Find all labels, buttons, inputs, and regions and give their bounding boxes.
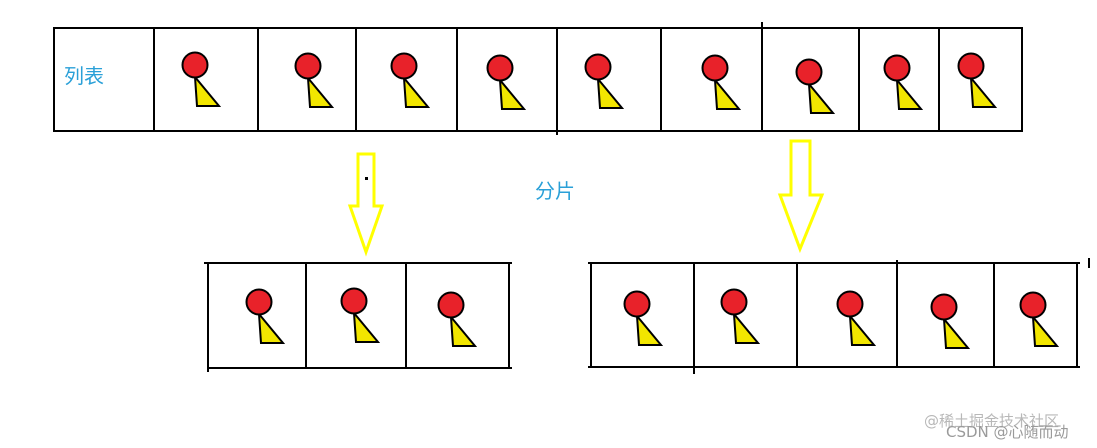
flag-icon (895, 76, 924, 110)
watermark-back: @稀土掘金技术社区 (924, 412, 1060, 430)
ball-icon (701, 54, 729, 82)
flag-icon (732, 310, 761, 344)
ball-icon (836, 290, 864, 318)
list-item-icon (584, 53, 625, 109)
watermark-front: CSDN @心随而动 (946, 423, 1069, 441)
list-item-icon (720, 288, 761, 344)
flag-icon (596, 75, 625, 109)
list-item-icon (836, 290, 877, 346)
ball-icon (340, 287, 368, 315)
arrow-down-icon (347, 152, 385, 257)
list-item-icon (294, 52, 335, 108)
flag-icon (969, 74, 998, 108)
ball-icon (294, 52, 322, 80)
list-item-icon (623, 290, 664, 346)
ball-icon (930, 293, 958, 321)
list-item-icon (1019, 291, 1060, 347)
full-list (53, 22, 1023, 135)
list-item-icon (340, 287, 381, 343)
list-label: 列表 (64, 64, 104, 88)
ball-icon (437, 291, 465, 319)
ball-icon (720, 288, 748, 316)
flag-icon (635, 312, 664, 346)
ball-icon (957, 52, 985, 80)
flag-icon (257, 310, 286, 344)
flag-icon (306, 74, 335, 108)
list-item-icon (390, 52, 431, 108)
list-item-icon (437, 291, 478, 347)
ball-icon (1019, 291, 1047, 319)
flag-icon (1031, 313, 1060, 347)
flag-icon (713, 76, 742, 110)
list-item-icon (181, 51, 222, 107)
list-item-icon (486, 54, 527, 110)
flag-icon (449, 313, 478, 347)
flag-icon (807, 80, 836, 114)
arrow-down-icon (777, 139, 825, 254)
list-item-icon (701, 54, 742, 110)
list-item-icon (957, 52, 998, 108)
flag-icon (848, 312, 877, 346)
ball-icon (623, 290, 651, 318)
stray-dot (365, 177, 368, 180)
slice-label: 分片 (535, 179, 575, 203)
ball-icon (883, 54, 911, 82)
flag-icon (193, 73, 222, 107)
flag-icon (352, 309, 381, 343)
ball-icon (584, 53, 612, 81)
list-item-icon (245, 288, 286, 344)
flag-icon (402, 74, 431, 108)
list-item-icon (883, 54, 924, 110)
flag-icon (498, 76, 527, 110)
list-item-icon (795, 58, 836, 114)
items-layer (181, 51, 1060, 349)
list-item-icon (930, 293, 971, 349)
slice-2 (588, 258, 1090, 374)
ball-icon (795, 58, 823, 86)
ball-icon (245, 288, 273, 316)
ball-icon (181, 51, 209, 79)
flag-icon (942, 315, 971, 349)
full-list-border (53, 27, 1023, 132)
slice-1 (204, 262, 512, 372)
ball-icon (486, 54, 514, 82)
ball-icon (390, 52, 418, 80)
